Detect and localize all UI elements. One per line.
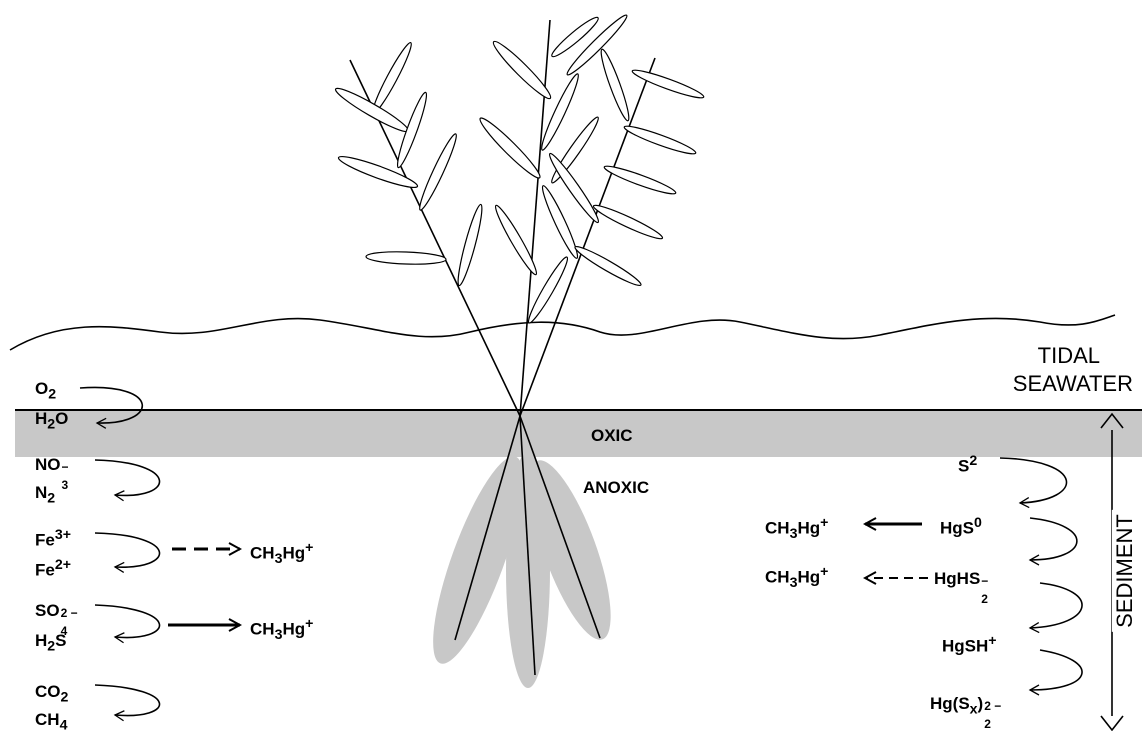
oxidant-1: NO−3 [35,456,77,473]
sulfide-species: S2 [958,454,977,475]
oxidant-0: O2 [35,380,56,402]
leaf [369,40,415,115]
reductant-0: H2O [35,410,68,432]
leaf [603,162,678,197]
leaf [454,203,485,287]
leaf [366,251,446,266]
mehg-product-fe: CH3Hg+ [250,541,313,566]
oxic-label: OXIC [591,426,633,446]
hgs0-species: HgS0 [940,516,982,537]
tidal-label: TIDAL [1020,344,1100,368]
leaf [489,37,554,102]
leaf [623,122,698,157]
seawater-label: SEAWATER [985,372,1133,396]
mehg-product-hgs0: CH3Hg+ [765,516,828,541]
mehg-product-so4: CH3Hg+ [250,617,313,642]
oxidant-4: CO2 [35,683,68,705]
leaf [336,152,419,192]
leaf [333,84,412,136]
leaf [573,243,644,290]
reductant-4: CH4 [35,711,67,733]
reductant-2: Fe2+ [35,558,71,579]
leaf [476,114,544,182]
speciation-curved-arrows-right [1000,458,1082,690]
sediment-label: SEDIMENT [1112,510,1138,632]
leaf [631,66,706,101]
hghs2-species: HgHS−2 [934,570,990,587]
leaf [591,201,664,242]
reductant-1: N2 [35,484,55,506]
reductant-3: H2S [35,632,67,654]
plant-leaves [333,12,706,326]
sediment-arrow-bottom-head [1101,716,1123,730]
water-surface-wave [10,315,1115,350]
leaf [597,48,632,123]
anoxic-label: ANOXIC [583,478,649,498]
oxic-layer-band [15,410,1142,457]
hgsh-species: HgSH+ [942,634,997,655]
mehg-product-hghs2: CH3Hg+ [765,565,828,590]
leaf [416,132,461,212]
oxidant-2: Fe3+ [35,528,71,549]
polysulfide-species: Hg(Sx)2 −2 [930,695,1005,717]
